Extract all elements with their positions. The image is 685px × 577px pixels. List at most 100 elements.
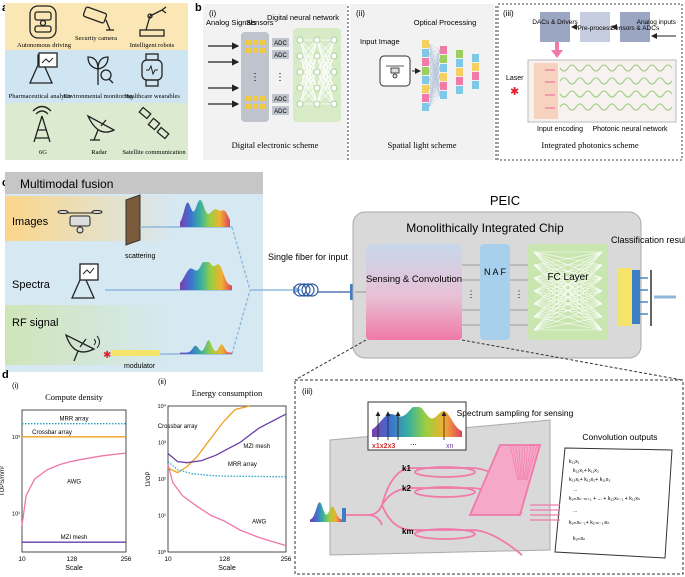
- y-tick-label: 10¹: [158, 514, 166, 520]
- sensing-label: Sensing & Convolution: [366, 274, 462, 285]
- input-pixel: [422, 67, 429, 75]
- optical-neuron: [456, 59, 463, 67]
- y-tick-label: 10¹: [12, 512, 20, 518]
- fc-label: FC Layer: [547, 272, 589, 283]
- drone-icon: [57, 210, 103, 234]
- y-axis-label: fJ/OP: [146, 471, 152, 486]
- spectrum-spectra: [180, 262, 232, 290]
- neuron-node: [313, 36, 321, 44]
- neuron-node: [313, 68, 321, 76]
- naf-block: [480, 244, 510, 340]
- formula-line: k₁ₘxₙ₋₁+ k₁₍ₘ₋₁₎xₙ: [569, 520, 609, 526]
- input-pixel: [422, 49, 429, 57]
- x-labels: x1x2x3: [372, 443, 395, 450]
- x-tick-label: 10: [18, 556, 26, 563]
- neuron-node: [313, 84, 321, 92]
- y-tick-label: 10³: [12, 435, 20, 441]
- series-line: [167, 464, 287, 547]
- conv-output-card: [554, 447, 673, 559]
- chart-title: Energy consumption: [192, 388, 263, 398]
- chip-title: Monolithically Integrated Chip: [406, 221, 564, 235]
- spectrum-shape: [180, 340, 232, 354]
- fc-net: [533, 251, 603, 331]
- output-waveguides: [530, 504, 560, 521]
- x-axis-label: Scale: [218, 565, 236, 572]
- detector-array: [632, 270, 640, 324]
- app-label: Autonomous driving: [17, 42, 72, 49]
- optical-neuron: [440, 64, 447, 72]
- optical-neuron: [440, 91, 447, 99]
- series-label: Crossbar array: [158, 424, 198, 430]
- formula-line: k₁₂x₁+ k₁₁x₂: [573, 468, 599, 474]
- applications-panel: Autonomous driving Security camera Intel…: [5, 3, 188, 160]
- formula-line: ...: [573, 487, 577, 493]
- k2-label: k2: [402, 484, 411, 493]
- formula-line: ...: [573, 508, 577, 514]
- laser-star: ✱: [510, 86, 519, 98]
- chart-subtitle: (ii): [158, 377, 167, 386]
- mzi-mesh: [545, 64, 673, 111]
- satellite-dish-icon: [64, 333, 100, 362]
- optical-processing-label: Optical Processing: [414, 18, 477, 27]
- y-tick-label: 10³: [158, 441, 166, 447]
- y-tick-label: 10²: [158, 477, 166, 483]
- app-label: Satellite communication: [122, 149, 186, 156]
- scattering-label: scattering: [125, 253, 155, 260]
- chart-title: Compute density: [45, 392, 104, 402]
- formula-line: k₁₁x₁: [569, 459, 580, 465]
- y-tick-label: 10⁴: [158, 403, 167, 410]
- subpanel-iii: (iii): [503, 9, 514, 18]
- satellite-dish-icon: [86, 114, 116, 141]
- spectrum-shape: [180, 262, 232, 290]
- formula-line: k₁ₘxₙ₋ₘ₊₁ + ... + k₁₂xₙ₋₁ + k₁₁xₙ: [569, 496, 640, 502]
- neuron-node: [330, 36, 338, 44]
- conv-outputs-label: Convolution outputs: [582, 432, 657, 442]
- optical-neuron: [472, 81, 479, 89]
- fusion-title-bar: [5, 172, 263, 194]
- digital-caption: Digital electronic scheme: [232, 140, 319, 150]
- svg-text:ADC: ADC: [274, 97, 287, 103]
- naf-label: N A F: [484, 267, 507, 277]
- output-lines: [640, 270, 676, 326]
- drone-icon: [386, 65, 404, 79]
- app-label: Pharmaceutical analysis: [9, 93, 72, 100]
- input-pixel: [422, 94, 429, 102]
- dots: ⋮: [275, 72, 285, 83]
- neuron-node: [296, 36, 304, 44]
- spectrum-shape: [180, 200, 230, 227]
- sensors-label: Sensors: [246, 18, 274, 27]
- svg-text:ADC: ADC: [274, 53, 287, 59]
- preprocess-block: [580, 12, 610, 42]
- diffractive-layers: [422, 40, 479, 111]
- dots: ⋮: [467, 289, 476, 299]
- fusion-title: Multimodal fusion: [20, 177, 113, 191]
- input-spectrum: [310, 502, 342, 522]
- optical-neuron: [472, 63, 479, 71]
- neuron-node: [296, 100, 304, 108]
- input-pixel: [422, 76, 429, 84]
- sensors-adcs-block: [620, 12, 650, 42]
- app-label: Healthcare wearables: [124, 93, 180, 100]
- app-label: Environmental monitoring: [63, 93, 133, 100]
- neuron-node: [296, 68, 304, 76]
- neuron-node: [313, 100, 321, 108]
- app-label: Radar: [91, 149, 107, 156]
- input-encoding-label: Input encoding: [537, 126, 583, 133]
- optical-neuron: [440, 46, 447, 54]
- series-label: MRR array: [228, 462, 257, 468]
- optical-neuron: [472, 54, 479, 62]
- single-fiber-label: Single fiber for input: [268, 252, 349, 262]
- dots: ⋮: [515, 289, 524, 299]
- input-pixel: [422, 58, 429, 66]
- plot-area: [21, 409, 127, 553]
- analog-inputs-label: Analog inputs: [637, 19, 677, 26]
- series-label: AWG: [67, 480, 81, 486]
- input-pixel: [422, 85, 429, 93]
- optical-neuron: [440, 73, 447, 81]
- subpanel-i: (i): [209, 9, 216, 18]
- neuron-node: [330, 68, 338, 76]
- inset-spectrum: [372, 407, 462, 440]
- sensor-pixels: [246, 40, 265, 109]
- k1-label: k1: [402, 464, 411, 473]
- formula-line: k₁ₘxₙ: [573, 536, 585, 542]
